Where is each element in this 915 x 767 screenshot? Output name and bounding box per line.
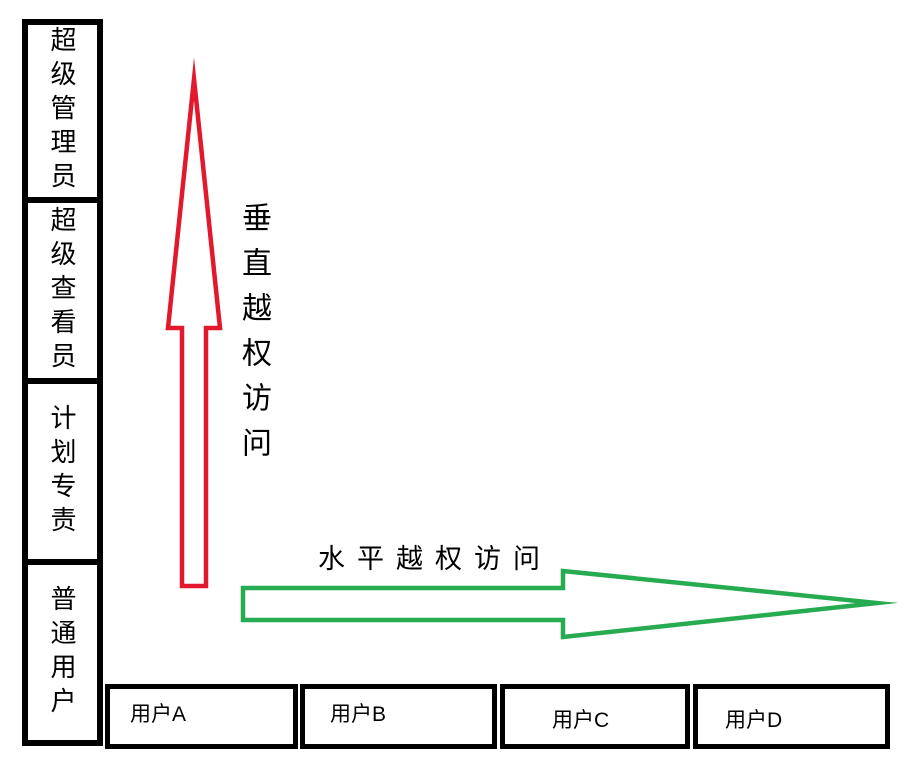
user-label-c: 用户C: [552, 709, 610, 732]
role-label-super-admin: 超级管理员: [47, 26, 77, 196]
user-box-d: 用户D: [693, 684, 890, 749]
user-label-b: 用户B: [330, 703, 387, 726]
role-label-plan-specialist: 计划专责: [47, 403, 77, 540]
role-label-super-viewer: 超级查看员: [47, 205, 77, 376]
vertical-escalation-arrow-shape: [165, 57, 223, 589]
user-label-a: 用户A: [130, 703, 187, 726]
horizontal-escalation-label: 水平越权访问: [318, 544, 552, 574]
user-box-c: 用户C: [500, 684, 690, 749]
role-label-normal-user: 普通用户: [47, 584, 77, 721]
user-box-a: 用户A: [105, 684, 298, 749]
role-box-plan-specialist: 计划专责: [22, 378, 103, 565]
horizontal-escalation-arrow-shape: [240, 568, 899, 640]
role-box-normal-user: 普通用户: [22, 559, 103, 746]
vertical-escalation-label: 垂直越权访问: [237, 202, 270, 472]
role-box-super-admin: 超级管理员: [22, 19, 103, 203]
user-box-b: 用户B: [300, 684, 497, 749]
user-label-d: 用户D: [725, 709, 783, 732]
